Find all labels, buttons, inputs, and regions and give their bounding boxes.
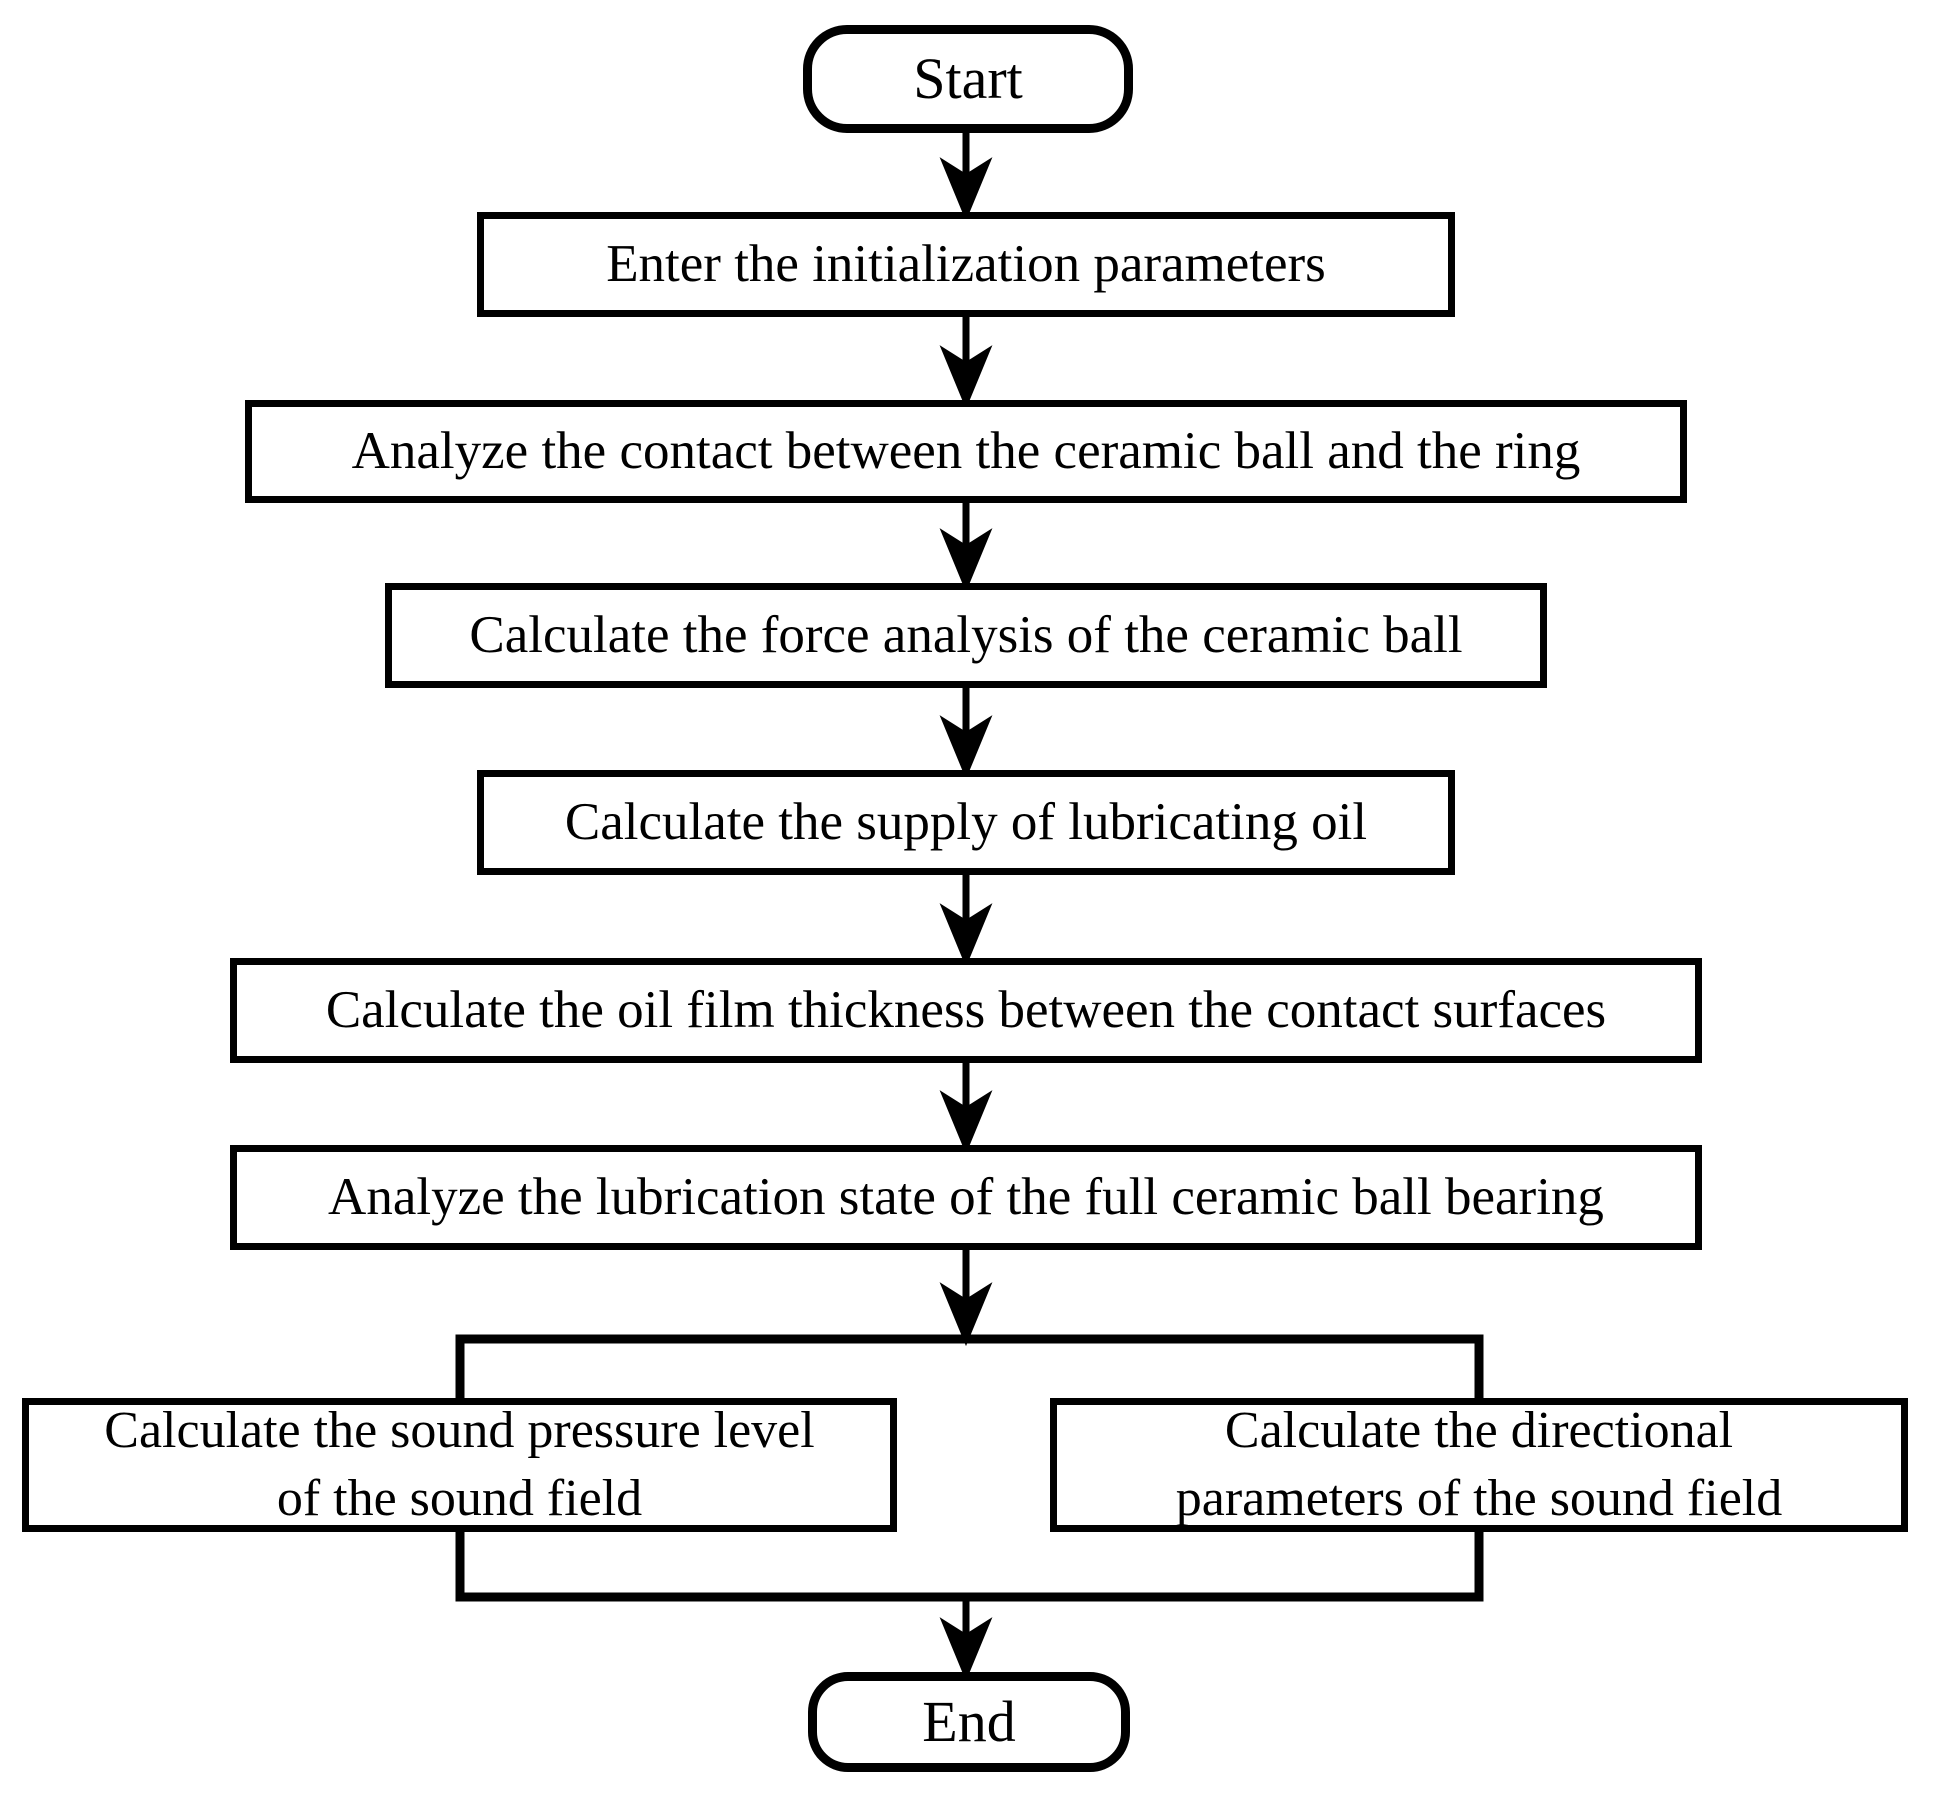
arrow-head-icon: [939, 1282, 993, 1347]
process-step-contact-analysis: Analyze the contact between the ceramic …: [245, 400, 1687, 503]
arrow-head-icon: [939, 157, 993, 222]
process-step-oil-film-thickness: Calculate the oil film thickness between…: [230, 958, 1702, 1063]
start-label: Start: [913, 46, 1023, 112]
branch-sound-pressure-level: Calculate the sound pressure level of th…: [22, 1398, 897, 1532]
merge-connector: [455, 1532, 1484, 1602]
branch-label: Calculate the directional parameters of …: [1176, 1397, 1782, 1533]
arrow-head-icon: [939, 528, 993, 593]
process-step-label: Calculate the oil film thickness between…: [325, 981, 1607, 1040]
process-step-lubrication-state: Analyze the lubrication state of the ful…: [230, 1145, 1702, 1250]
arrow-head-icon: [939, 715, 993, 780]
end-node: End: [808, 1672, 1130, 1772]
branch-label-line2: parameters of the sound field: [1175, 1470, 1783, 1527]
arrow-head-icon: [939, 903, 993, 968]
arrow-head-icon: [939, 345, 993, 410]
branch-label-line1: Calculate the directional: [1224, 1402, 1734, 1459]
end-label: End: [922, 1689, 1016, 1755]
process-step-force-analysis: Calculate the force analysis of the cera…: [385, 583, 1547, 688]
process-step-initialization: Enter the initialization parameters: [477, 212, 1455, 317]
arrow-head-icon: [939, 1090, 993, 1155]
branch-label-line1: Calculate the sound pressure level: [104, 1402, 815, 1459]
arrow-head-icon: [939, 1617, 993, 1682]
process-step-label: Calculate the supply of lubricating oil: [564, 793, 1368, 852]
process-step-label: Analyze the lubrication state of the ful…: [328, 1168, 1604, 1227]
branch-label: Calculate the sound pressure level of th…: [104, 1397, 814, 1533]
process-step-label: Analyze the contact between the ceramic …: [351, 422, 1581, 481]
process-step-oil-supply: Calculate the supply of lubricating oil: [477, 770, 1455, 875]
branch-label-line2: of the sound field: [276, 1470, 643, 1527]
split-connector: [455, 1334, 1484, 1398]
process-step-label: Calculate the force analysis of the cera…: [469, 606, 1463, 665]
process-step-label: Enter the initialization parameters: [606, 235, 1326, 294]
branch-directional-parameters: Calculate the directional parameters of …: [1050, 1398, 1908, 1532]
start-node: Start: [803, 25, 1133, 133]
